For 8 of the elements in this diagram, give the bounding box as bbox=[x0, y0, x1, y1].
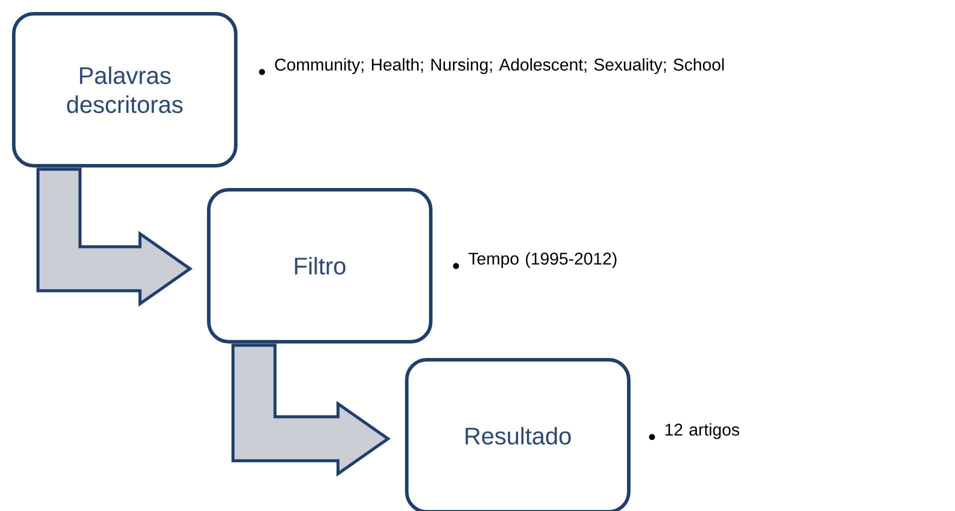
process-box: Palavras descritoras bbox=[12, 12, 238, 168]
process-box: Filtro bbox=[207, 188, 432, 344]
bent-arrow bbox=[232, 344, 391, 477]
bullet-item: 12 artigos bbox=[649, 423, 740, 440]
bullet-item: Community; Health; Nursing; Adolescent; Sexuality; School bbox=[259, 58, 724, 75]
process-box: Resultado bbox=[405, 358, 630, 511]
bent-arrow bbox=[36, 168, 193, 307]
bullet-item: Tempo (1995-2012) bbox=[453, 252, 616, 269]
